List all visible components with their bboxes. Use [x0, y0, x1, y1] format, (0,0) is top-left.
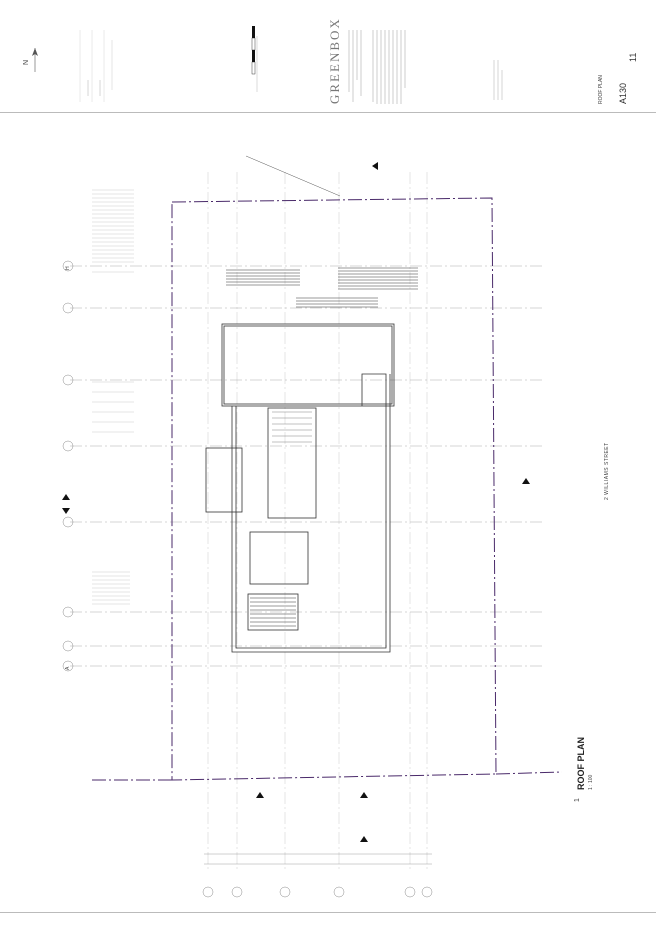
view-number: 1 [574, 798, 581, 802]
project-notes [347, 22, 411, 106]
client-block [490, 30, 530, 102]
view-scale: 1 : 100 [588, 774, 594, 790]
neighbour-building-left [92, 189, 134, 605]
dimension-line [204, 853, 432, 865]
revision-table [78, 30, 118, 102]
grid-bubbles-numbers [202, 886, 433, 898]
vent-hatch [272, 411, 312, 443]
grid-lines-numbers [207, 172, 428, 872]
scale-bar [250, 26, 260, 96]
sheet-bottom-border [0, 912, 656, 913]
title-block: N GREENBOX [0, 0, 656, 113]
leader-line [245, 155, 341, 197]
roof-hatch [226, 267, 418, 627]
sheet-number: A130 [618, 82, 628, 104]
roof-plan-drawing [62, 155, 563, 898]
drawing-title: ROOF PLAN [598, 75, 604, 104]
north-arrow: N [23, 46, 44, 76]
section-marker-icons [62, 162, 530, 842]
brand-logo-text: GREENBOX [327, 17, 342, 104]
grid-label-h: H [65, 266, 71, 270]
grid-bubbles-letters [62, 260, 74, 672]
revision-number: 11 [628, 52, 638, 62]
view-title: ROOF PLAN [576, 737, 586, 790]
north-label: N [23, 59, 31, 66]
building-outline [205, 323, 395, 653]
site-boundary [92, 197, 563, 781]
grid-lines-letters [70, 265, 545, 667]
street-name: 2 WILLIAMS STREET [604, 442, 610, 500]
grid-label-a: A [65, 666, 71, 670]
north-arrow-icon [32, 48, 38, 72]
